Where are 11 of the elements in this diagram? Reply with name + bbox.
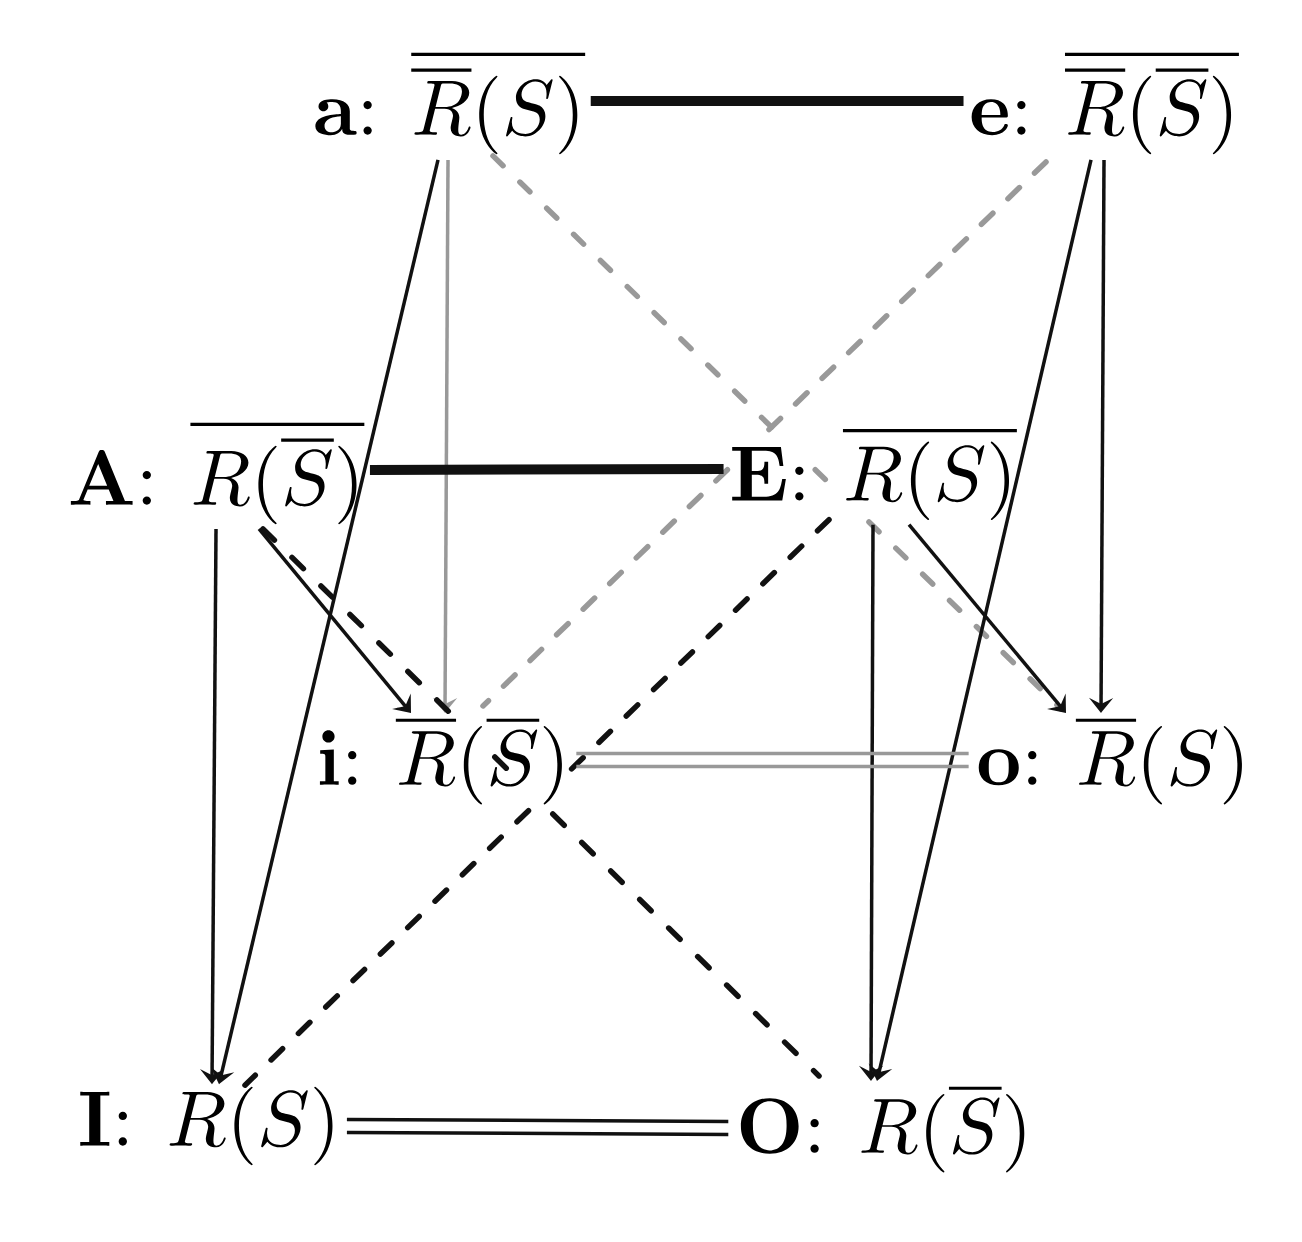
formula-label: $\mathbf{e}\colon\ \overline{\overline{R}(\overline{S})}$ (971, 54, 1239, 155)
double-line (345, 1117, 731, 1137)
thick-line (590, 96, 964, 106)
formula-label: $\mathbf{o}\colon\ \overline{R}(S)$ (978, 720, 1242, 805)
double-line (574, 751, 971, 769)
formula-label: $\mathbf{a}\colon\ \overline{\overline{R}(S)}$ (315, 54, 586, 155)
arrow (257, 527, 411, 713)
thick-line (369, 464, 724, 475)
arrow (907, 523, 1066, 713)
formula-label: $\mathbf{I}\colon\ R(S)$ (80, 1086, 333, 1166)
formula-label: $\mathbf{O}\colon\ R(\overline{S})$ (740, 1088, 1025, 1173)
